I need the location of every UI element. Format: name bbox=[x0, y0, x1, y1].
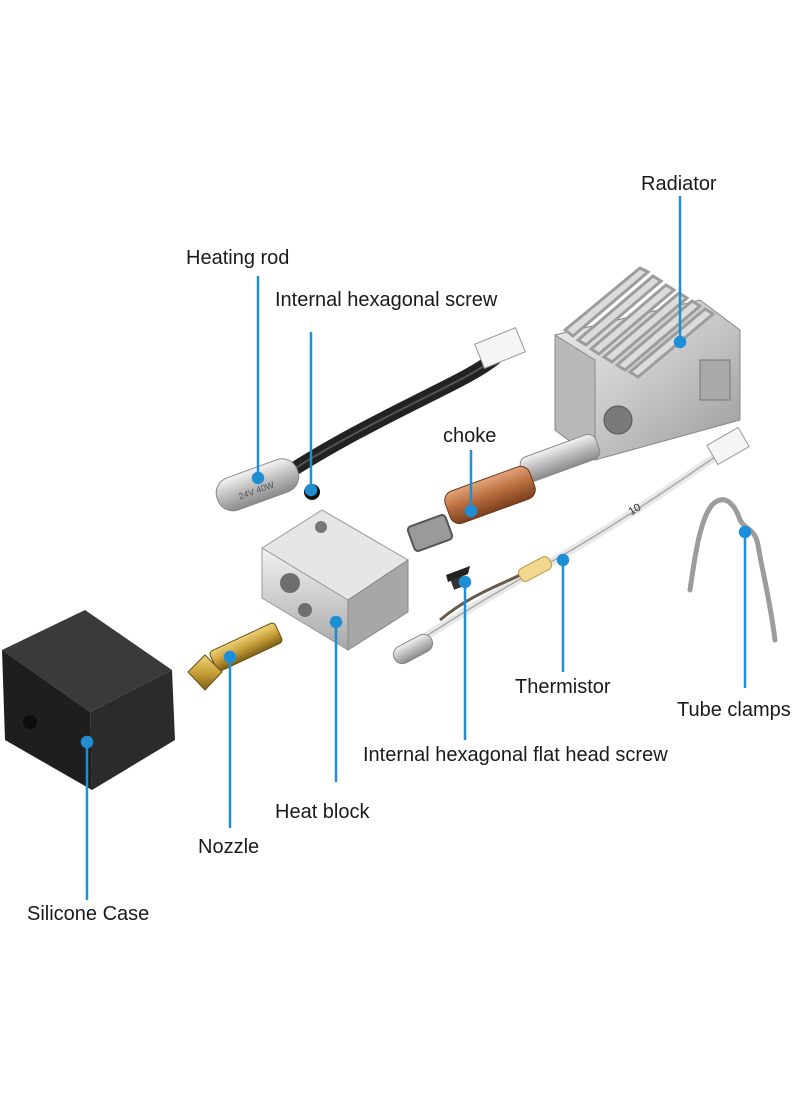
label-silicone-case: Silicone Case bbox=[27, 903, 150, 925]
label-choke: choke bbox=[443, 425, 497, 447]
thermistor-illustration: 10 bbox=[392, 426, 750, 665]
label-thermistor: Thermistor bbox=[515, 676, 611, 698]
silicone-case-illustration bbox=[2, 610, 175, 790]
label-nozzle: Nozzle bbox=[198, 836, 260, 858]
label-internal-hex-screw: Internal hexagonal screw bbox=[275, 289, 498, 311]
label-radiator: Radiator bbox=[641, 173, 717, 195]
heat-block-illustration bbox=[261, 509, 409, 651]
thermistor-marking: 10 bbox=[627, 502, 644, 519]
heating-rod-illustration: 24V 40W bbox=[215, 327, 526, 512]
label-flat-head-screw: Internal hexagonal flat head screw bbox=[363, 744, 668, 766]
label-tube-clamps: Tube clamps bbox=[677, 699, 791, 721]
leader-lines bbox=[80, 196, 752, 900]
radiator-illustration bbox=[554, 266, 741, 461]
label-heating-rod: Heating rod bbox=[186, 247, 290, 269]
tube-clamps-illustration bbox=[687, 497, 778, 643]
label-heat-block: Heat block bbox=[275, 801, 370, 823]
choke-illustration bbox=[406, 433, 601, 552]
